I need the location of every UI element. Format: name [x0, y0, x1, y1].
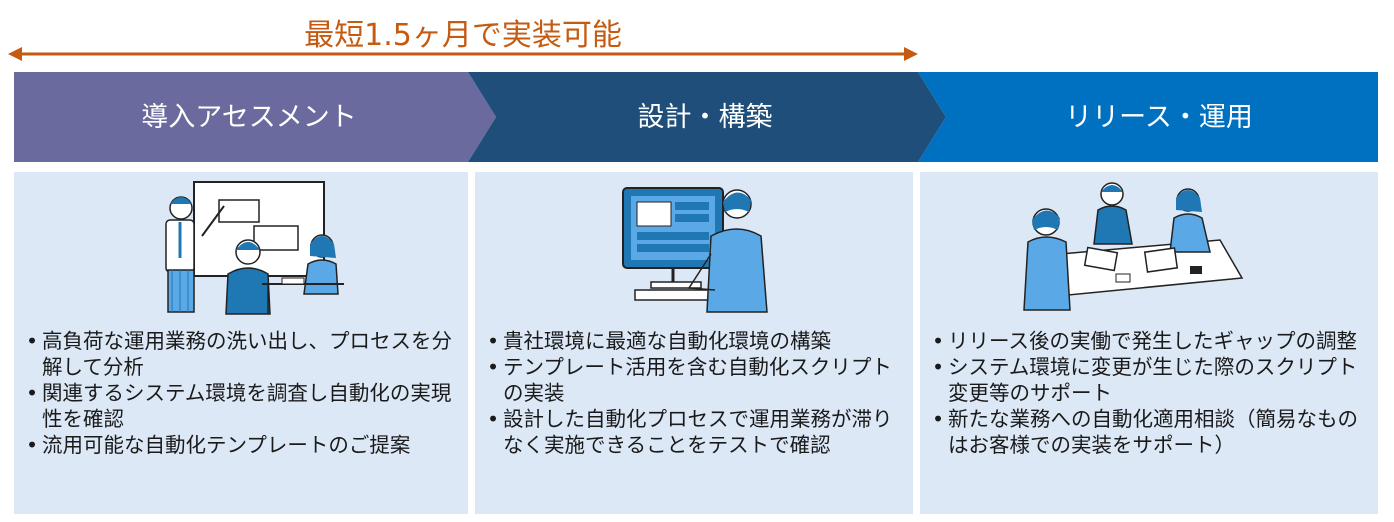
list-item: テンプレート活用を含む自動化スクリプトの実装 — [487, 354, 905, 406]
phase-panel-design-build: 貴社環境に最適な自動化環境の構築 テンプレート活用を含む自動化スクリプトの実装 … — [475, 172, 913, 514]
list-item: システム環境に変更が生じた際のスクリプト変更等のサポート — [932, 354, 1370, 406]
computer-work-icon — [622, 187, 768, 313]
chevron-assessment — [14, 72, 496, 162]
phase-panel-release-operation: リリース後の実働で発生したギャップの調整 システム環境に変更が生じた際のスクリプ… — [920, 172, 1378, 514]
phase-title-design-build: 設計・構築 — [637, 102, 773, 133]
presentation-meeting-icon — [165, 181, 344, 315]
chevron-release-operation — [918, 72, 1378, 162]
list-item: リリース後の実働で発生したギャップの調整 — [932, 328, 1370, 354]
phase-chevrons — [14, 72, 1378, 162]
release-operation-bullet-list: リリース後の実働で発生したギャップの調整 システム環境に変更が生じた際のスクリプ… — [932, 328, 1370, 458]
design-build-bullet-list: 貴社環境に最適な自動化環境の構築 テンプレート活用を含む自動化スクリプトの実装 … — [487, 328, 905, 458]
chevron-design-build — [468, 72, 946, 162]
phase-title-assessment: 導入アセスメント — [141, 102, 357, 133]
list-item: 設計した自動化プロセスで運用業務が滞りなく実施できることをテストで確認 — [487, 406, 905, 458]
list-item: 新たな業務への自動化適用相談（簡易なものはお客様での実装をサポート） — [932, 406, 1370, 458]
timeline-double-arrow — [8, 47, 918, 61]
phase-title-release-operation: リリース・運用 — [1065, 102, 1253, 133]
list-item: 貴社環境に最適な自動化環境の構築 — [487, 328, 905, 354]
list-item: 流用可能な自動化テンプレートのご提案 — [26, 432, 460, 458]
team-discussion-icon — [1023, 182, 1244, 311]
phase-panel-assessment: 高負荷な運用業務の洗い出し、プロセスを分解して分析 関連するシステム環境を調査し… — [14, 172, 468, 514]
list-item: 関連するシステム環境を調査し自動化の実現性を確認 — [26, 380, 460, 432]
list-item: 高負荷な運用業務の洗い出し、プロセスを分解して分析 — [26, 328, 460, 380]
assessment-bullet-list: 高負荷な運用業務の洗い出し、プロセスを分解して分析 関連するシステム環境を調査し… — [26, 328, 460, 458]
timeline-label: 最短1.5ヶ月で実装可能 — [304, 18, 622, 53]
